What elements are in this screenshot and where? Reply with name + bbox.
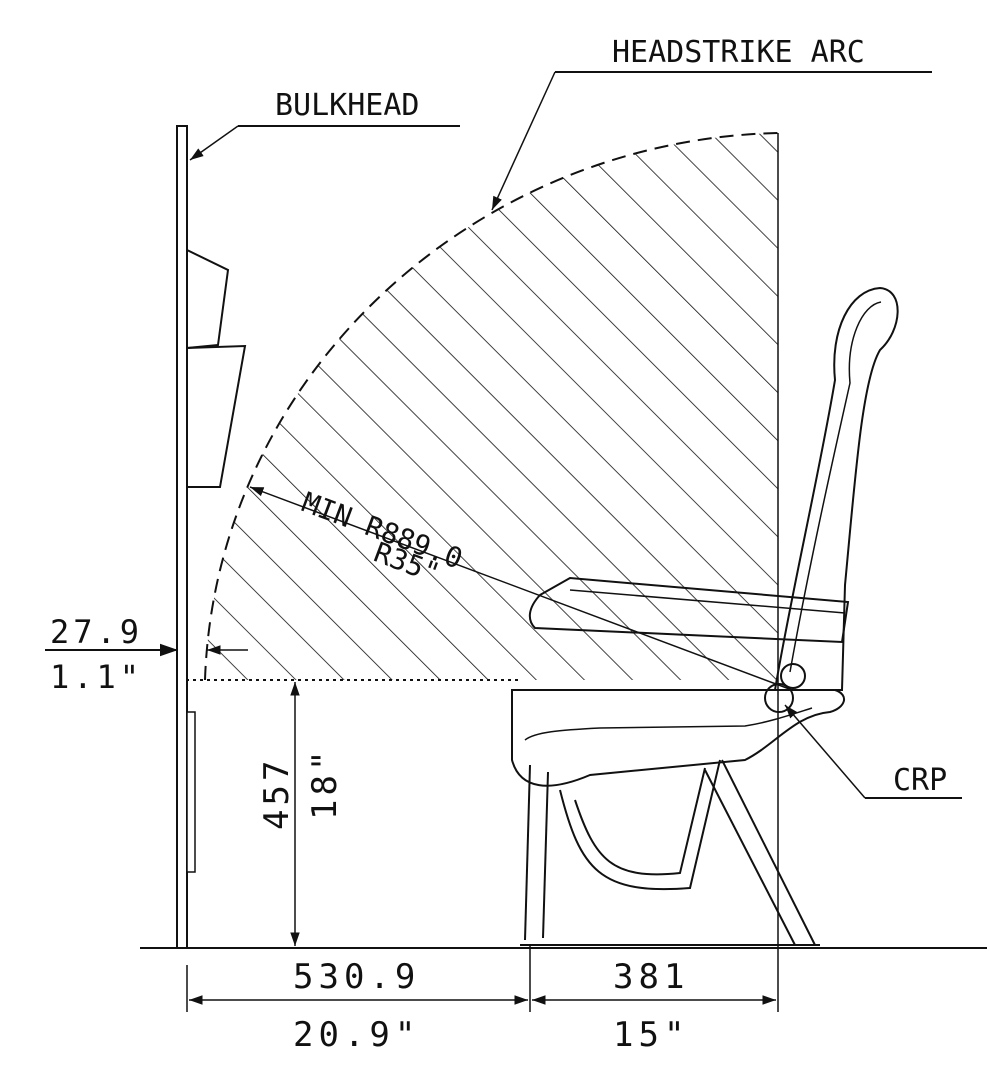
crp-leader xyxy=(784,704,866,799)
crp-label: CRP xyxy=(893,763,947,798)
height-in-label: 18" xyxy=(305,747,345,820)
seat-to-crp-mm-label: 381 xyxy=(613,957,689,997)
seat-to-crp-in-label: 15" xyxy=(613,1015,689,1055)
seat xyxy=(511,286,899,946)
bulkhead-to-seat-mm-label: 530.9 xyxy=(293,957,420,997)
bulkhead-leader xyxy=(189,125,239,161)
height-mm-label: 457 xyxy=(257,757,297,830)
bulkhead-label: BULKHEAD xyxy=(275,88,420,123)
headstrike-arc-label: HEADSTRIKE ARC xyxy=(612,35,865,70)
radius-line xyxy=(249,486,793,691)
headstrike-arc-leader xyxy=(491,71,556,211)
headstrike-zone xyxy=(205,133,778,680)
bulkhead xyxy=(176,125,247,949)
clearance-mm-label: 27.9 xyxy=(50,613,143,651)
bulkhead-to-seat-in-label: 20.9" xyxy=(293,1015,420,1055)
clearance-in-label: 1.1" xyxy=(50,658,143,696)
